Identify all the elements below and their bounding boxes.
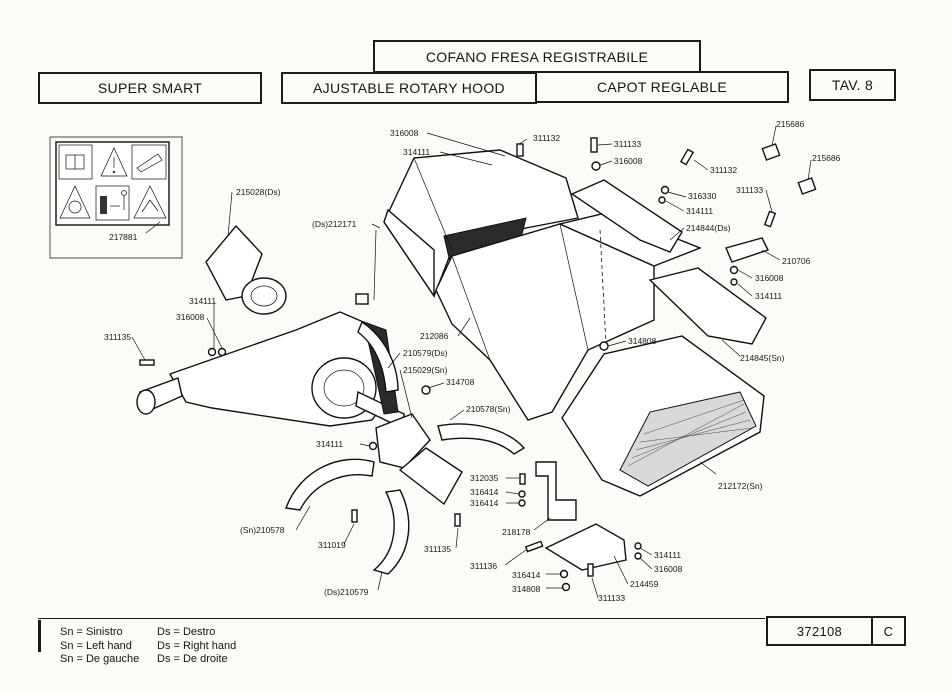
label-314111: 314111: [189, 296, 216, 306]
safe-distance-icon: [95, 185, 130, 221]
label-215686: 215686: [776, 119, 805, 129]
label-214844: 214844(Ds): [686, 223, 731, 233]
label-311132: 311132: [710, 165, 737, 175]
label-311019: 311019: [318, 540, 346, 550]
footer-rule: [38, 618, 765, 619]
main-hood-212086: [435, 211, 702, 421]
label-316414: 316414: [470, 498, 499, 508]
tool-decal-icon: [131, 144, 167, 180]
rotating-blade-hazard-icon: [59, 185, 91, 219]
label-215686: 215686: [812, 153, 841, 163]
hood-top-section: [383, 149, 579, 299]
link-210706: [725, 237, 769, 263]
label-316414: 316414: [512, 570, 541, 580]
manual-icon: [58, 144, 93, 180]
label-311135: 311135: [424, 544, 451, 554]
label-212086: 212086: [420, 331, 449, 341]
warning-icon: [100, 147, 128, 177]
blade-hub: [375, 413, 463, 506]
title-english: AJUSTABLE ROTARY HOOD: [281, 72, 537, 104]
label-210579: 210579(Ds): [403, 348, 448, 358]
legend-right-english: Ds = Right hand: [157, 639, 237, 652]
revision-letter: C: [871, 616, 906, 646]
blade-210578-sn-left: [285, 458, 375, 511]
safety-decal-panel: [49, 136, 183, 259]
label-311135: 311135: [104, 332, 131, 342]
label-210579: (Ds)210579: [324, 587, 369, 597]
label-311133: 311133: [614, 139, 641, 149]
label-314111: 314111: [403, 147, 430, 157]
label-314708: 314708: [446, 377, 475, 387]
gearbox-and-tube: [136, 311, 405, 430]
side-plate-214844: [570, 179, 683, 253]
side-plate-214845: [648, 267, 767, 345]
legend-row: Sn = Left hand Ds = Right hand: [60, 640, 236, 654]
document-code: 372108: [766, 616, 873, 646]
footer-left-bracket: [38, 620, 41, 652]
blade-210579-ds-upper: [357, 320, 399, 393]
label-215028: 215028(Ds): [236, 187, 281, 197]
front-hood-212172: [561, 335, 765, 497]
label-314111: 314111: [755, 291, 782, 301]
model-name: SUPER SMART: [38, 72, 262, 104]
label-214845: 214845(Sn): [740, 353, 785, 363]
label-314808: 314808: [628, 336, 657, 346]
legend-right-french: Ds = De droite: [157, 653, 228, 665]
label-311133: 311133: [598, 593, 625, 603]
label-214459: 214459: [630, 579, 659, 589]
label-210578: (Sn)210578: [240, 525, 285, 535]
label-314111: 314111: [316, 439, 343, 449]
label-316414: 316414: [470, 487, 499, 497]
label-316008: 316008: [390, 128, 419, 138]
label-314808: 314808: [512, 584, 541, 594]
title-french: CAPOT REGLABLE: [535, 71, 789, 103]
blade-210578-sn-right: [437, 423, 526, 455]
label-312035: 312035: [470, 473, 499, 483]
label-316008: 316008: [176, 312, 205, 322]
label-210578: 210578(Sn): [466, 404, 511, 414]
legend-left-english: Sn = Left hand: [60, 639, 132, 652]
leader-lines: [131, 125, 812, 599]
entanglement-hazard-icon: [133, 185, 167, 219]
label-314111: 314111: [686, 206, 713, 216]
label-316008: 316008: [614, 156, 643, 166]
label-215029: 215029(Sn): [403, 365, 448, 375]
label-316008: 316008: [755, 273, 784, 283]
label-316330: 316330: [688, 191, 717, 201]
legend-right-italian: Ds = Destro: [157, 626, 216, 638]
label-316008: 316008: [654, 564, 683, 574]
label-212172: 212172(Sn): [718, 481, 763, 491]
label-217881: 217881: [109, 232, 138, 242]
label-311132: 311132: [533, 133, 560, 143]
clamp-215686-b: [797, 177, 817, 195]
legend-left-french: Sn = De gauche: [60, 653, 140, 665]
label-311136: 311136: [470, 561, 497, 571]
label-212171: (Ds)212171: [312, 219, 357, 229]
blade-210579-ds-lower: [372, 489, 410, 575]
legend-left-italian: Sn = Sinistro: [60, 626, 123, 638]
label-218178: 218178: [502, 527, 531, 537]
legend-row: Sn = Sinistro Ds = Destro: [60, 626, 236, 640]
table-number: TAV. 8: [809, 69, 896, 101]
bracket-218178: [535, 461, 577, 521]
flange-215028: [205, 224, 287, 315]
title-italian: COFANO FRESA REGISTRABILE: [373, 40, 701, 73]
label-314111: 314111: [654, 550, 681, 560]
bracket-214459: [544, 523, 627, 571]
legend-row: Sn = De gauche Ds = De droite: [60, 653, 236, 667]
label-210706: 210706: [782, 256, 811, 266]
label-311133: 311133: [736, 185, 763, 195]
clamp-215686-a: [761, 143, 781, 161]
